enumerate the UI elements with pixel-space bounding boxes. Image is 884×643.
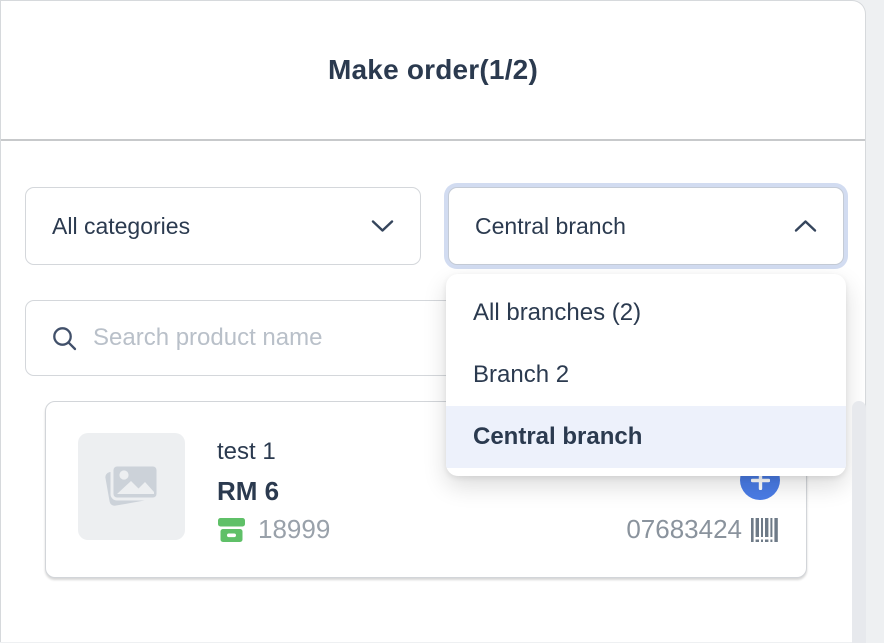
search-icon	[51, 325, 78, 352]
category-select-value: All categories	[52, 212, 191, 239]
chevron-up-icon	[794, 219, 817, 233]
product-stock-row: 18999	[217, 514, 330, 545]
image-placeholder-icon	[104, 463, 159, 506]
branch-select-value: Central branch	[475, 212, 626, 239]
make-order-dialog: Make order(1/2) All categories Central b…	[0, 0, 866, 643]
barcode-icon	[751, 516, 778, 544]
dropdown-option-central-branch[interactable]: Central branch	[446, 406, 846, 468]
product-thumbnail	[78, 433, 185, 540]
product-barcode-row: 07683424	[626, 514, 778, 545]
stock-count: 18999	[258, 514, 331, 544]
category-select[interactable]: All categories	[25, 187, 421, 265]
product-name: test 1	[217, 438, 276, 465]
branch-select[interactable]: Central branch	[448, 187, 844, 265]
dialog-header: Make order(1/2)	[1, 1, 865, 141]
dropdown-option-branch-2[interactable]: Branch 2	[473, 361, 570, 388]
dropdown-option-all-branches[interactable]: All branches (2)	[473, 299, 642, 326]
page-title: Make order(1/2)	[328, 54, 538, 85]
product-price: RM 6	[217, 476, 280, 506]
branch-dropdown-menu: All branches (2) Branch 2 Central branch	[446, 274, 846, 476]
vertical-scrollbar-thumb[interactable]	[852, 401, 866, 643]
barcode-number: 07683424	[626, 514, 742, 544]
chevron-down-icon	[371, 219, 394, 233]
stock-box-icon	[217, 516, 246, 544]
